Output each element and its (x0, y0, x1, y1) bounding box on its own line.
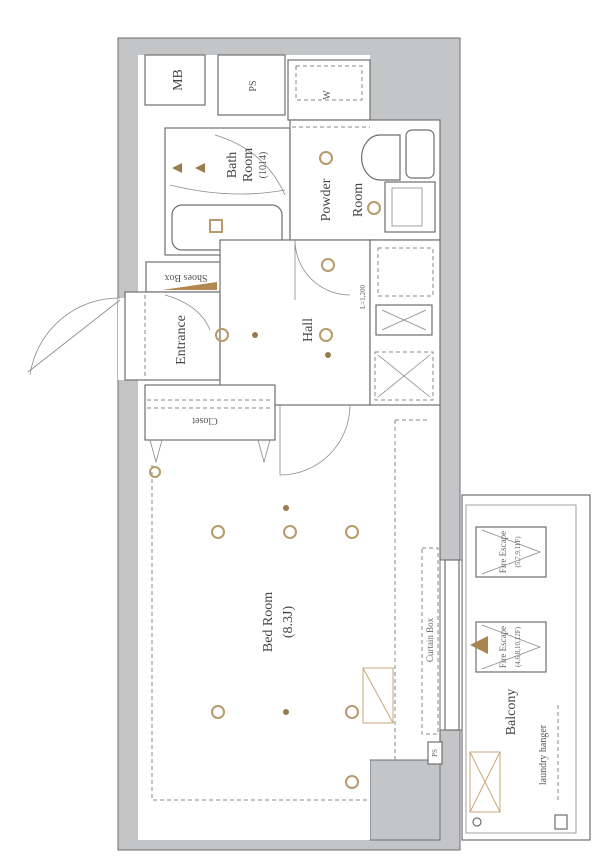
washer-label: W (322, 90, 333, 100)
aircon (362, 667, 394, 724)
bath-size: (1014) (258, 152, 269, 179)
wash-basin (384, 181, 436, 233)
bath-room (164, 127, 291, 256)
arrow-icon (470, 636, 488, 654)
closet (144, 384, 276, 441)
ps-bottom-label: PS (431, 749, 439, 757)
hall-label: Hall (301, 318, 316, 342)
outdoor-unit (469, 751, 501, 813)
curtain-box-label: Curtain Box (425, 617, 435, 662)
entrance-label: Entrance (174, 315, 189, 365)
bath-room-label: Bath (225, 152, 240, 178)
powder-room (289, 119, 441, 241)
fire-escape-1-label: Fire Escape (498, 531, 508, 573)
faucet-icon (172, 163, 205, 173)
closet-label: Closet (192, 415, 218, 426)
bed-size: (8.3J) (281, 606, 296, 639)
refrigerator-space (374, 351, 434, 401)
kitchen-length: L=1,200 (359, 285, 367, 309)
washer-area (287, 59, 371, 121)
ps-top-box (217, 54, 286, 116)
fire-escape-2-label: Fire Escape (498, 626, 508, 668)
bed-room-label: Bed Room (261, 592, 276, 652)
ceiling-lights (149, 466, 359, 789)
mb-box (144, 54, 206, 106)
kitchen (369, 239, 441, 406)
toilet (360, 134, 401, 181)
powder-room-label: Powder (319, 178, 334, 221)
shoes-box-label: Shoes Box (164, 272, 207, 283)
ps-bottom-box (427, 741, 443, 765)
mb-label: MB (171, 69, 186, 91)
curtain-box (421, 547, 439, 735)
fire-escape-2-floors: (4,6,8,10,12F) (514, 626, 522, 667)
laundry-hanger-label: laundry hanger (538, 724, 549, 785)
entrance (124, 291, 221, 381)
balcony-window[interactable] (444, 559, 460, 731)
balcony-label: Balcony (504, 689, 519, 736)
fire-escape-1-floors: (5,7,9,11F) (514, 536, 522, 568)
bath-room-label-2: Room (241, 148, 256, 182)
bedroom-door-swing (279, 404, 351, 476)
powder-room-label-2: Room (351, 183, 366, 217)
ps-top-label: PS (248, 80, 259, 91)
stove (375, 304, 433, 336)
fire-escape-hatch-1 (475, 526, 547, 578)
balcony (465, 504, 577, 834)
entrance-door-swing (29, 297, 121, 376)
